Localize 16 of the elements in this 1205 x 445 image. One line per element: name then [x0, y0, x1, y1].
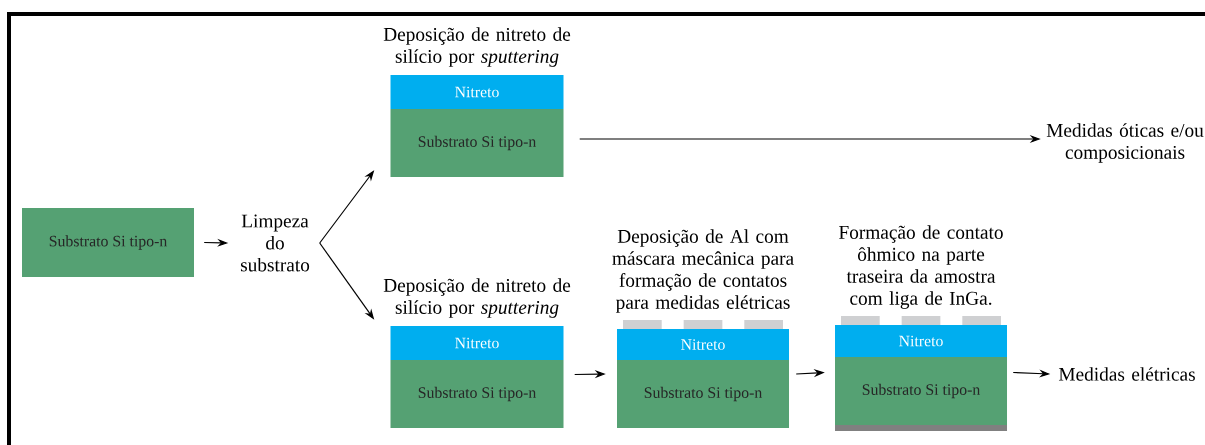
step-caption: Deposição de Al com máscara mecânica para formação de contatos para medidas elétricas	[612, 229, 794, 313]
substrate-layer: Substrato Si tipo-n	[390, 109, 564, 177]
nitride-layer: Nitreto	[390, 326, 564, 360]
step-caption: Deposição de nitreto de silício por sputtering	[383, 27, 571, 67]
substrate-layer: Substrato Si tipo-n	[835, 357, 1007, 425]
substrate-box: Substrato Si tipo-n	[22, 208, 194, 277]
step-label: Medidas elétricas	[1058, 367, 1195, 381]
substrate-layer: Substrato Si tipo-n	[617, 360, 789, 428]
step-caption: Deposição de nitreto de silício por sputtering	[383, 278, 571, 318]
nitride-layer: Nitreto	[835, 325, 1007, 357]
nitride-layer: Nitreto	[390, 75, 564, 109]
step-label: Limpeza do substrato	[240, 214, 310, 272]
nitride-layer: Nitreto	[617, 329, 789, 360]
substrate-layer: Substrato Si tipo-n	[390, 360, 564, 428]
step-label: Medidas óticas e/ou composicionais	[1046, 123, 1204, 163]
step-caption: Formação de contato ôhmico na parte traseira da amostra com liga de InGa.	[839, 225, 1003, 309]
